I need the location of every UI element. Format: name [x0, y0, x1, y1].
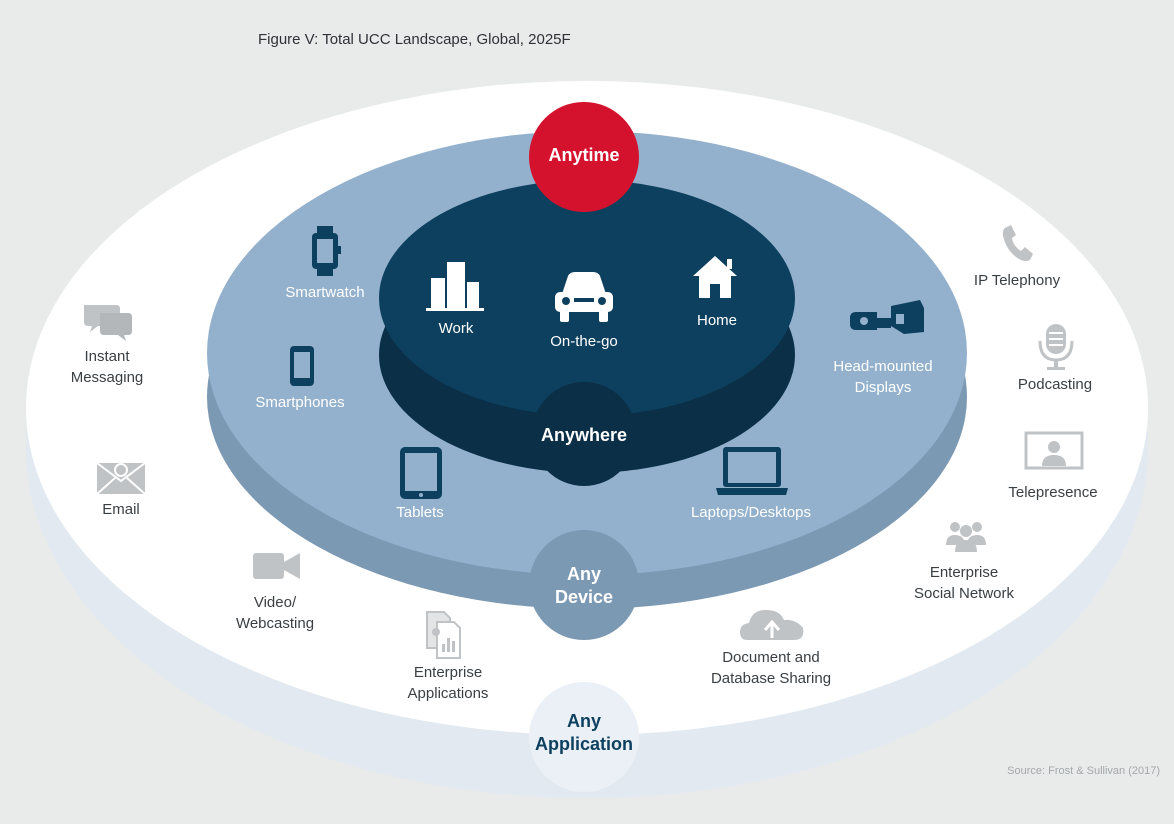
video-camera-icon: [253, 553, 300, 579]
ip-telephony-label: IP Telephony: [973, 272, 1061, 289]
email-icon: [96, 462, 146, 495]
any-device-label: Any Device: [529, 563, 639, 609]
telepresence-icon: [1024, 431, 1084, 470]
car-icon: [555, 272, 613, 322]
figure-title: Figure V: Total UCC Landscape, Global, 2…: [258, 31, 571, 48]
hmd-line-1: Head-mounted: [833, 358, 933, 375]
hmd-line-2: Displays: [854, 379, 912, 396]
any-application-circle: [529, 682, 639, 792]
enterprise-applications-icon: [426, 611, 461, 659]
anytime-circle: [529, 102, 639, 212]
im-line-1: Instant: [84, 348, 130, 365]
enterprise-applications-label: Enterprise Applications: [388, 662, 508, 704]
head-mounted-display-icon: [850, 300, 924, 334]
any-application-label: Any Application: [504, 710, 664, 756]
microphone-icon: [1038, 324, 1074, 370]
tablet-icon: [400, 447, 442, 499]
video-webcasting-label: Video/ Webcasting: [220, 592, 330, 634]
enterprise-social-network-label: Enterprise Social Network: [894, 562, 1034, 604]
ent-apps-line-2: Applications: [407, 685, 489, 702]
any-device-line-1: Any: [566, 564, 601, 584]
tablets-label: Tablets: [396, 504, 444, 521]
work-label: Work: [438, 320, 474, 337]
document-database-sharing-label: Document and Database Sharing: [696, 647, 846, 689]
head-mounted-displays-label: Head-mounted Displays: [813, 356, 953, 398]
home-label: Home: [696, 312, 737, 329]
phone-handset-icon: [1002, 225, 1033, 262]
any-device-line-2: Device: [554, 587, 614, 607]
podcasting-label: Podcasting: [1017, 376, 1093, 393]
doc-line-1: Document and: [722, 649, 820, 666]
video-line-2: Webcasting: [235, 615, 315, 632]
telepresence-label: Telepresence: [1008, 484, 1098, 501]
laptop-icon: [716, 447, 788, 495]
im-line-2: Messaging: [70, 369, 144, 386]
on-the-go-label: On-the-go: [550, 333, 618, 350]
smartwatch-label: Smartwatch: [285, 284, 365, 301]
instant-messaging-label: Instant Messaging: [52, 346, 162, 388]
any-application-line-2: Application: [535, 734, 633, 754]
smartphones-label: Smartphones: [255, 394, 345, 411]
anywhere-circle: [532, 382, 636, 486]
smartwatch-icon: [312, 226, 341, 276]
laptops-desktops-label: Laptops/Desktops: [690, 504, 812, 521]
source-note: Source: Frost & Sullivan (2017): [1007, 765, 1160, 777]
building-icon: [426, 262, 484, 311]
anywhere-label: Anywhere: [540, 425, 628, 445]
doc-line-2: Database Sharing: [710, 670, 832, 687]
esn-line-2: Social Network: [913, 585, 1015, 602]
cloud-upload-icon: [740, 610, 804, 640]
home-icon: [693, 256, 737, 298]
instant-messaging-icon: [84, 305, 132, 341]
smartphone-icon: [290, 346, 314, 386]
email-label: Email: [102, 501, 140, 518]
enterprise-social-network-icon: [946, 522, 986, 552]
video-line-1: Video/: [253, 594, 297, 611]
any-application-line-1: Any: [566, 711, 601, 731]
esn-line-1: Enterprise: [929, 564, 999, 581]
any-device-circle: [529, 530, 639, 640]
anytime-label: Anytime: [548, 145, 620, 165]
ent-apps-line-1: Enterprise: [413, 664, 483, 681]
